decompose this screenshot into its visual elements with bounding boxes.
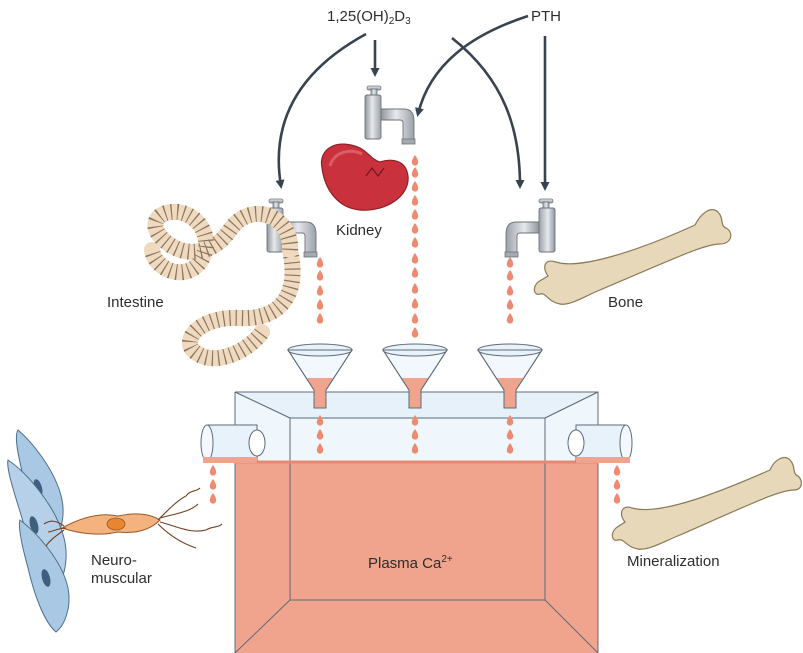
neuromuscular-label-line1: Neuro-: [91, 552, 152, 570]
drops-kidney: [412, 155, 418, 338]
neuron-icon: [44, 488, 222, 548]
mineralization-label: Mineralization: [627, 553, 720, 571]
arrow-vitd-to-bone: [452, 38, 520, 186]
kidney-icon: [321, 144, 408, 210]
bone-icon: [534, 210, 730, 305]
plasma-ca-label: Plasma Ca2+: [368, 551, 453, 573]
faucet-icon: [365, 86, 415, 144]
right-pipe: [568, 425, 632, 463]
intestine-label: Intestine: [107, 294, 164, 312]
bone-icon: [612, 458, 801, 550]
kidney-label: Kidney: [336, 222, 382, 240]
neuromuscular-label-line2: muscular: [91, 570, 152, 588]
neuromuscular-label: Neuro-muscular: [91, 552, 152, 588]
left-pipe: [201, 425, 265, 463]
muscle-cell-icon: [8, 430, 69, 632]
bone-label: Bone: [608, 294, 643, 312]
drops-bone: [507, 257, 513, 324]
drops-intestine: [317, 257, 323, 324]
plasma-tank: [235, 392, 598, 653]
arrow-pth-to-kidney: [418, 16, 528, 114]
faucet-icon: [505, 199, 555, 257]
vitamin-d-label: 1,25(OH)2D3: [327, 8, 411, 31]
pth-label: PTH: [531, 8, 561, 26]
